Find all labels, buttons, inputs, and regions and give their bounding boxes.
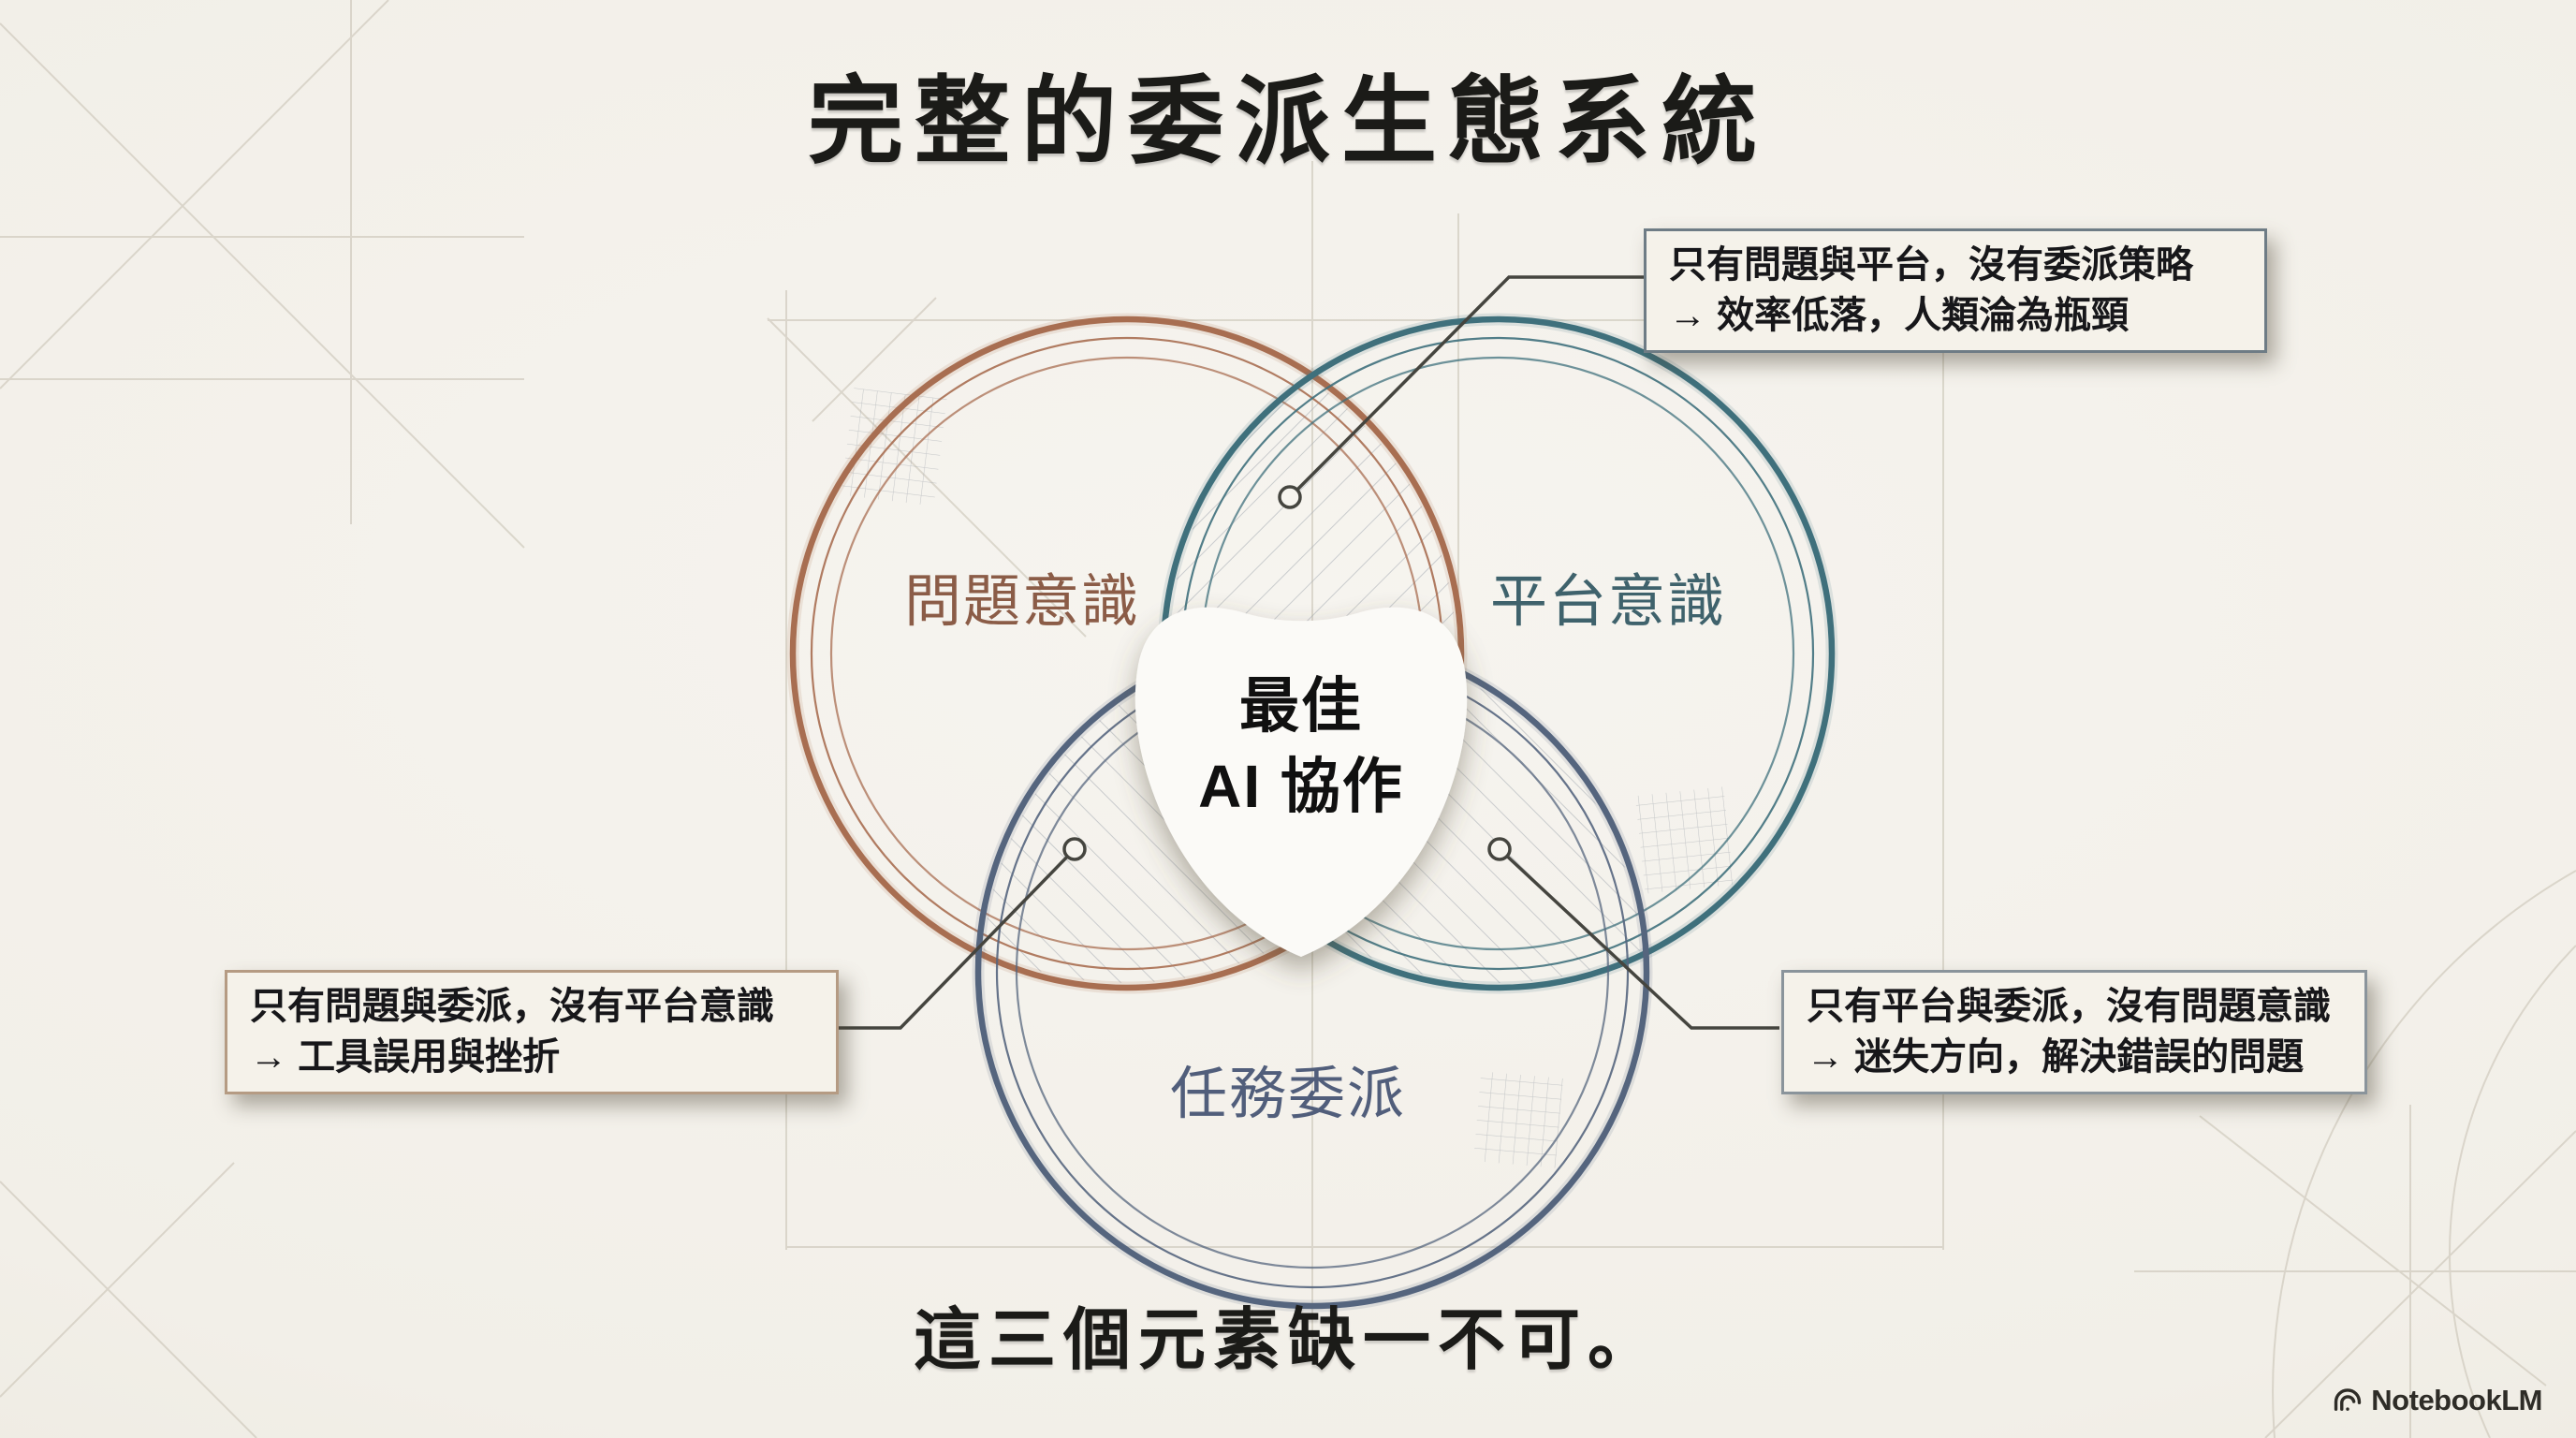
anchor-dot-right xyxy=(1487,837,1512,861)
center-label-line1: 最佳 xyxy=(1239,672,1363,740)
watermark: NotebookLM xyxy=(2332,1384,2542,1417)
leader-top xyxy=(1288,275,1644,499)
leader-left xyxy=(833,847,1076,1030)
leader-right xyxy=(1498,847,1779,1030)
bottom-caption: 這三個元素缺一不可。 xyxy=(913,1303,1662,1378)
watermark-label: NotebookLM xyxy=(2371,1384,2542,1416)
leader-lines xyxy=(833,275,1779,1030)
callout-right: 只有平台與委派，沒有問題意識 → 迷失方向，解決錯誤的問題 xyxy=(1781,970,2367,1095)
callout-right-line1: 只有平台與委派，沒有問題意識 xyxy=(1807,986,2331,1027)
callout-left-line1: 只有問題與委派，沒有平台意識 xyxy=(250,986,774,1027)
center-shield-label: 最佳 AI 協作 xyxy=(1198,667,1404,828)
center-shield xyxy=(1134,607,1468,957)
center-label-line2: AI 協作 xyxy=(1198,752,1404,820)
circle-label-platform: 平台意識 xyxy=(1489,569,1727,633)
circle-label-delegation: 任務委派 xyxy=(1169,1062,1407,1125)
callout-left: 只有問題與委派，沒有平台意識 → 工具誤用與挫折 xyxy=(225,970,839,1095)
callout-left-line2: → 工具誤用與挫折 xyxy=(250,1035,561,1078)
callout-top-line1: 只有問題與平台，沒有委派策略 xyxy=(1669,244,2193,286)
circle-label-problem: 問題意識 xyxy=(903,569,1141,633)
callout-top-line2: → 效率低落，人類淪為瓶頸 xyxy=(1669,294,2130,336)
anchor-dot-left xyxy=(1062,837,1087,861)
callout-right-line2: → 迷失方向，解決錯誤的問題 xyxy=(1807,1035,2305,1078)
notebooklm-icon xyxy=(2332,1385,2364,1416)
sketch-texture xyxy=(841,388,1734,1168)
page-title: 完整的委派生態系統 xyxy=(808,68,1768,175)
anchor-dot-top xyxy=(1278,485,1302,509)
callout-top-right: 只有問題與平台，沒有委派策略 → 效率低落，人類淪為瓶頸 xyxy=(1644,228,2267,354)
